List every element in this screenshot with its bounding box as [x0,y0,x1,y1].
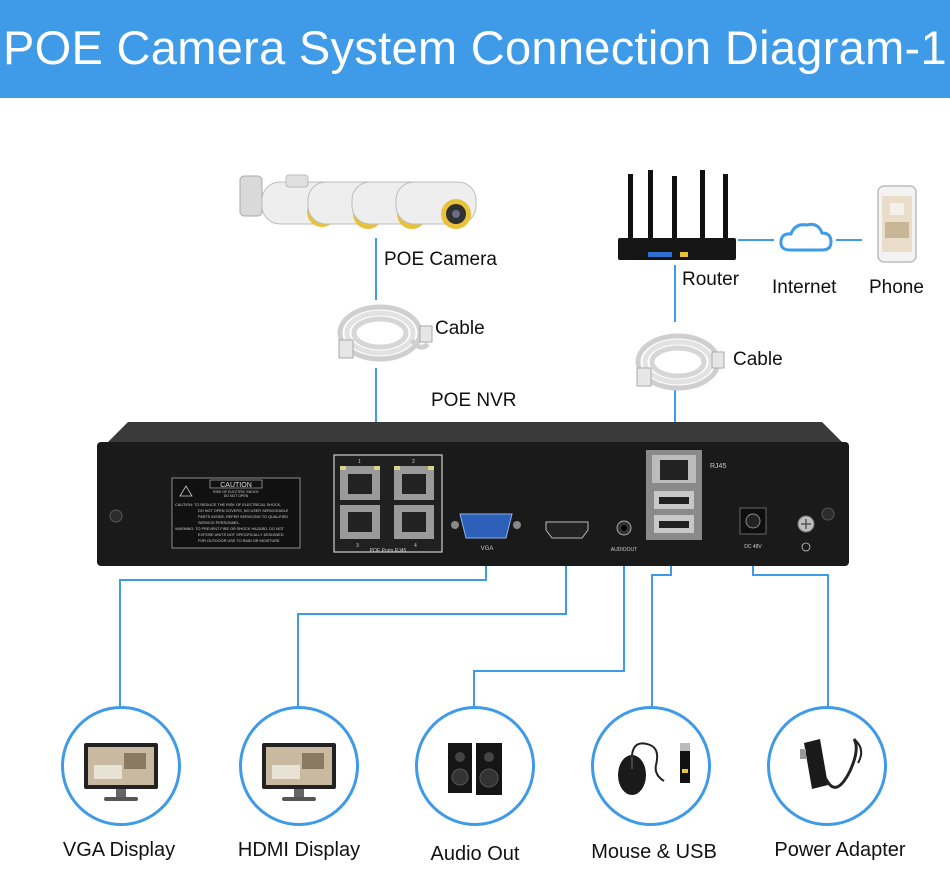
nvr-device: CAUTION RISK OF ELECTRIC SHOCK DO NOT OP… [97,422,849,566]
audio-out-label: AUDIOOUT [611,547,637,553]
ground-screw-icon [797,515,815,552]
caution-text-line: DO NOT OPEN COVERS, NO USER SERVICEABLE [198,509,289,513]
poe-ports-label: POE Ports RJ45 [370,548,407,554]
caution-text-line: CAUTION: TO REDUCE THE RISK OF ELECTRICA… [175,503,281,507]
poe-ports: 1 2 3 4 POE Ports RJ45 [333,454,443,554]
poe-camera-label: POE Camera [384,249,497,270]
caution-text-line: EXPOSE UNITS NOT SPECIFICALLY DESIGNED [198,533,284,537]
power-adapter-icon [800,738,863,789]
power-adapter-circle [767,706,887,826]
rj45-label: RJ45 [710,463,726,470]
caution-text-line: PARTS INSIDE, REFER SERVICING TO QUALIFI… [198,515,288,519]
port-number-1: 1 [358,459,361,465]
hdmi-port [545,521,589,539]
poe-camera-icon [239,174,477,229]
caution-text-line: WARNING: TO PREVENT FIRE OR SHOCK HAZARD… [175,527,285,531]
mouse-usb-circle [591,706,711,826]
cloud-icon [779,222,833,252]
vga-display-label: VGA Display [62,839,176,861]
dc-power-port: DC 48V [739,507,767,550]
port-number-4: 4 [414,543,417,549]
phone-label: Phone [869,277,924,298]
speakers-icon [448,743,502,795]
caution-label: CAUTION RISK OF ELECTRIC SHOCK DO NOT OP… [171,477,301,549]
monitor-icon [84,743,158,801]
vga-display-circle [61,706,181,826]
cable-label-left: Cable [435,318,485,339]
mouse-usb-label: Mouse & USB [591,841,717,863]
dc-label: DC 48V [744,544,762,550]
title-banner: POE Camera System Connection Diagram-1 [0,0,950,98]
audio-port: AUDIOOUT [611,520,637,553]
hdmi-display-circle [239,706,359,826]
caution-sub1: RISK OF ELECTRIC SHOCK [213,490,259,494]
audio-out-label: Audio Out [430,843,520,865]
audio-out-circle [415,706,535,826]
router-label: Router [682,269,740,290]
monitor-icon [262,743,336,801]
audio-line [473,540,625,708]
hdmi-line [297,540,567,708]
caution-title: CAUTION [220,482,252,489]
power-adapter-label: Power Adapter [774,839,906,861]
phone-icon [877,185,917,263]
caution-text-line: SERVICE PERSONNEL. [198,521,240,525]
port-number-2: 2 [412,459,415,465]
hdmi-display-label: HDMI Display [237,839,361,861]
caution-text-line: FOR OUTDOOR USE TO RAIN OR MOISTURE. [198,539,281,543]
vga-port: VGA [451,513,521,552]
cable-coil-icon [635,333,725,391]
port-number-3: 3 [356,543,359,549]
mouse-usb-icon [618,742,690,795]
cable-coil-icon [337,304,433,362]
vga-label: VGA [481,546,494,552]
rj45-usb-ports: RJ45 [646,450,726,540]
poe-nvr-label: POE NVR [431,390,517,411]
caution-sub2: DO NOT OPEN [224,494,249,498]
page-title: POE Camera System Connection Diagram-1 [3,21,947,74]
cable-label-right: Cable [733,349,783,370]
internet-label: Internet [772,277,837,298]
router-icon [618,170,736,260]
